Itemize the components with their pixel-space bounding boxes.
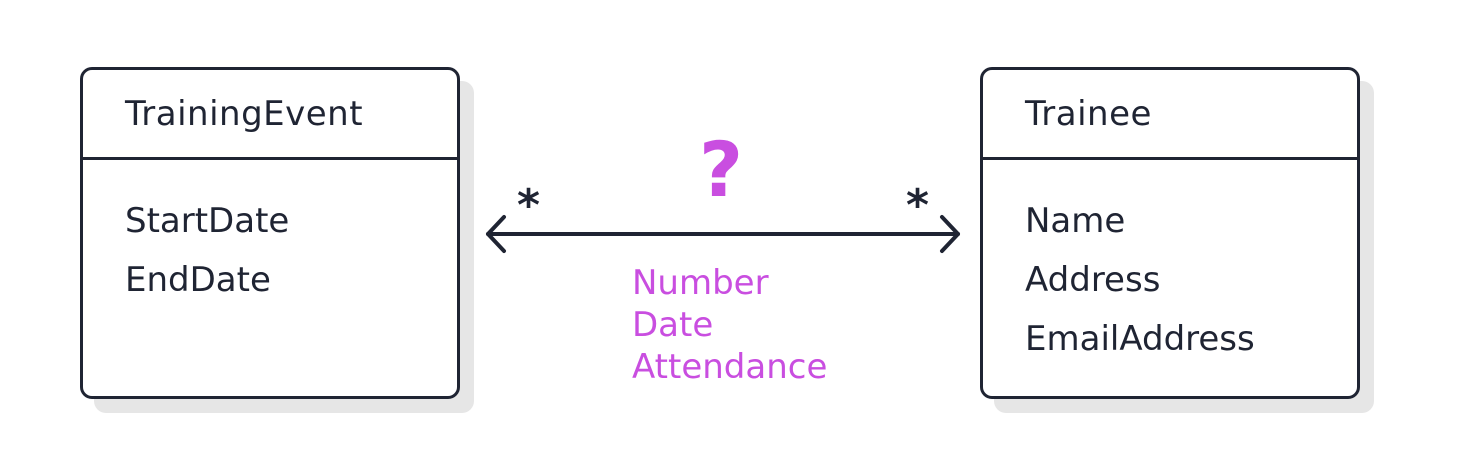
class-name: TrainingEvent — [125, 93, 364, 134]
association-attribute-number: Number — [632, 263, 769, 303]
attribute-name: Name — [1025, 201, 1126, 241]
class-box-training-event: TrainingEvent StartDate EndDate — [80, 67, 460, 399]
class-name: Trainee — [1025, 93, 1152, 134]
multiplicity-left: * — [517, 180, 541, 231]
class-header: TrainingEvent — [83, 70, 457, 160]
class-attributes: Name Address EmailAddress — [983, 160, 1357, 369]
class-attributes: StartDate EndDate — [83, 160, 457, 310]
attribute-end-date: EndDate — [125, 260, 271, 300]
class-header: Trainee — [983, 70, 1357, 160]
attribute-address: Address — [1025, 260, 1161, 300]
arrowhead-left-icon — [486, 215, 506, 253]
association-attribute-attendance: Attendance — [632, 347, 828, 387]
arrowhead-right-icon — [940, 215, 960, 253]
association-attributes: Number Date Attendance — [632, 262, 827, 388]
attribute-start-date: StartDate — [125, 201, 290, 241]
attribute-email-address: EmailAddress — [1025, 319, 1255, 359]
class-box-trainee: Trainee Name Address EmailAddress — [980, 67, 1360, 399]
multiplicity-right: * — [906, 180, 930, 231]
association-attribute-date: Date — [632, 305, 714, 345]
association-question-mark: ? — [699, 125, 744, 214]
